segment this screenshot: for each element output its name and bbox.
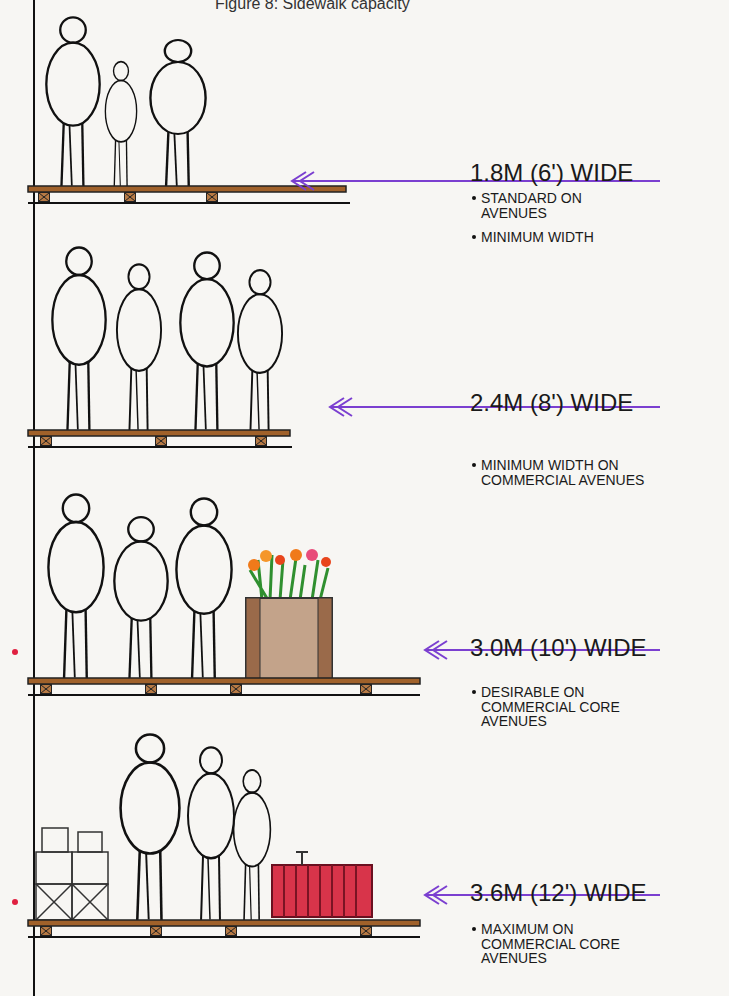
width-label: 3.0M (10') WIDE <box>470 635 720 660</box>
bullet <box>472 196 476 931</box>
people-row-2 <box>52 247 282 432</box>
planter <box>246 549 332 680</box>
edge-line <box>33 0 35 996</box>
sidewalk-platform <box>28 920 420 937</box>
crates <box>36 828 108 920</box>
width-label: 2.4M (8') WIDE <box>470 390 720 415</box>
usage-note: DESIRABLE ON COMMERCIAL CORE AVENUES <box>481 685 651 729</box>
marker-dot <box>12 899 18 905</box>
width-label: 1.8M (6') WIDE <box>470 160 720 185</box>
usage-note: MAXIMUM ON COMMERCIAL CORE AVENUES <box>481 922 651 966</box>
people-row-1 <box>46 17 205 188</box>
usage-note: MINIMUM WIDTH <box>481 230 651 245</box>
width-label: 3.6M (12') WIDE <box>470 880 720 905</box>
usage-note: STANDARD ON AVENUES <box>481 191 631 220</box>
bench <box>272 852 372 917</box>
sidewalk-platform <box>28 186 350 203</box>
sidewalk-platform <box>28 430 292 447</box>
sidewalk-platform <box>28 678 420 695</box>
people-row-4 <box>121 735 271 922</box>
figure-title: Figure 8: Sidewalk capacity <box>215 0 535 13</box>
marker-dot <box>12 649 18 655</box>
people-row-3 <box>48 495 231 680</box>
usage-note: MINIMUM WIDTH ON COMMERCIAL AVENUES <box>481 458 651 487</box>
